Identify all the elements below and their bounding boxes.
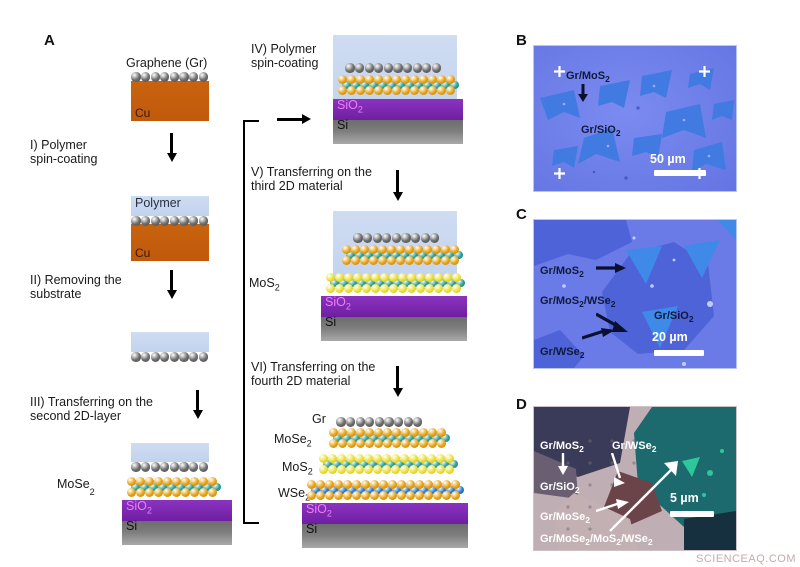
graphene-atom-row-step2 [131, 352, 211, 362]
label-mose2-step6: MoSe2 [274, 432, 312, 449]
label-gr-step6: Gr [312, 412, 326, 426]
polymer-layer-step2 [131, 332, 209, 352]
alignment-cross-icon [699, 66, 710, 77]
cu-substrate-step1: Cu [131, 224, 209, 261]
wse2-layer-step6 [306, 479, 466, 501]
alignment-cross-icon [554, 168, 565, 179]
graphene-atom-row-step5 [353, 233, 448, 243]
panel-d-scale-bar [670, 511, 714, 517]
si-layer-step4: Si [333, 118, 463, 144]
panel-b-scale-bar [654, 170, 706, 176]
panel-c-scale-text: 20 µm [652, 330, 688, 344]
label-sio2-step6: SiO2 [306, 502, 332, 519]
panel-c-annotation-gr-mos2: Gr/MoS2 [540, 265, 584, 280]
panel-letter-d: D [516, 396, 527, 413]
panel-c-arrow-3 [582, 328, 615, 340]
panel-b-annotation-gr-sio2: Gr/SiO2 [581, 124, 621, 139]
step-i-text: I) Polymer spin-coating [30, 138, 98, 166]
flow-bracket [243, 120, 259, 524]
label-si-step5: Si [325, 315, 337, 329]
label-mose2-step3: MoSe2 [57, 477, 95, 497]
panel-letter-c: C [516, 206, 527, 223]
alignment-cross-icon [554, 66, 565, 77]
graphene-atom-row-step4 [345, 63, 445, 73]
panel-b-annotation-gr-mos2: Gr/MoS2 [566, 70, 610, 85]
label-sio2-step3: SiO2 [126, 499, 152, 516]
panel-c-annotation-gr-wse2: Gr/WSe2 [540, 346, 585, 361]
label-si-step3: Si [126, 519, 138, 533]
step-iii-text: III) Transferring on the second 2D-layer [30, 395, 153, 423]
panel-d-arrow-4 [609, 461, 678, 532]
label-graphene: Graphene (Gr) [126, 56, 208, 70]
graphene-atom-row-step3 [131, 462, 211, 472]
label-cu-step0: Cu [135, 106, 151, 120]
panel-c-annotation-gr-sio2: Gr/SiO2 [654, 310, 694, 325]
label-sio2-step4: SiO2 [337, 98, 363, 115]
mose2-layer-step4 [337, 74, 460, 96]
mose2-layer-step6 [328, 427, 450, 449]
panel-d-arrow-2 [610, 453, 625, 487]
sio2-layer-step6: SiO2 [302, 502, 468, 524]
micrograph-panel-d[interactable]: Gr/MoS2 Gr/WSe2 Gr/SiO2 Gr/MoSe2 Gr/MoSe… [533, 406, 737, 551]
label-si-step4: Si [337, 118, 349, 132]
step-v-text: V) Transferring on the third 2D material [251, 165, 372, 193]
panel-d-regions [534, 407, 736, 550]
label-mos2-step6: MoS2 [282, 460, 313, 477]
panel-c-scale-bar [654, 350, 704, 356]
mos2-layer-step6 [318, 453, 458, 475]
panel-c-arrow-1 [596, 263, 626, 273]
micrograph-panel-b[interactable]: Gr/MoS2 Gr/SiO2 50 µm [533, 45, 737, 192]
graphene-atom-row-step0 [131, 72, 211, 82]
panel-b-scale-text: 50 µm [650, 152, 686, 166]
label-polymer-step1: Polymer [135, 196, 181, 210]
graphene-atom-row-step1 [131, 216, 211, 226]
graphene-atom-row-step6 [336, 417, 426, 427]
panel-d-annotation-gr-mose2: Gr/MoSe2 [540, 511, 590, 526]
panel-d-annotation-gr-mos2: Gr/MoS2 [540, 440, 584, 455]
cu-substrate-step0: Cu [131, 81, 209, 121]
panel-d-arrow-3 [596, 499, 629, 513]
label-mos2-step5: MoS2 [249, 276, 280, 293]
sio2-layer-step4: SiO2 [333, 98, 463, 120]
panel-letter-b: B [516, 32, 527, 49]
si-layer-step5: Si [321, 315, 467, 341]
panel-c-flakes [534, 220, 736, 368]
sio2-layer-step5: SiO2 [321, 295, 467, 317]
panel-d-arrow-1 [558, 453, 568, 475]
mose2-layer-step3 [126, 476, 221, 498]
step-vi-text: VI) Transferring on the fourth 2D materi… [251, 360, 376, 388]
panel-d-annotation-gr-sio2: Gr/SiO2 [540, 481, 580, 496]
mos2-layer-step5 [325, 272, 465, 294]
panel-b-flakes [534, 46, 736, 191]
polymer-layer-step1: Polymer [131, 196, 209, 216]
sio2-layer-step3: SiO2 [122, 499, 232, 521]
panel-c-annotation-gr-mos2-wse2: Gr/MoS2/WSe2 [540, 295, 616, 310]
si-layer-step3: Si [122, 519, 232, 545]
panel-b-arrow-1 [578, 84, 588, 102]
panel-c-arrow-2 [596, 312, 628, 332]
step-iv-text: IV) Polymer spin-coating [251, 42, 319, 70]
panel-d-annotation-gr-wse2: Gr/WSe2 [612, 440, 657, 455]
label-si-step6: Si [306, 522, 318, 536]
label-sio2-step5: SiO2 [325, 295, 351, 312]
polymer-layer-step3 [131, 443, 209, 462]
label-cu-step1: Cu [135, 246, 151, 260]
si-layer-step6: Si [302, 522, 468, 548]
micrograph-panel-c[interactable]: Gr/MoS2 Gr/MoS2/WSe2 Gr/WSe2 Gr/SiO2 20 … [533, 219, 737, 369]
panel-letter-a: A [44, 32, 55, 49]
step-ii-text: II) Removing the substrate [30, 273, 122, 301]
site-watermark: SCIENCEAQ.COM [695, 553, 796, 565]
panel-d-scale-text: 5 µm [670, 491, 699, 505]
panel-d-annotation-gr-mose2-mos2-wse2: Gr/MoSe2/MoS2/WSe2 [540, 533, 653, 548]
mose2-layer-step5 [341, 244, 463, 266]
